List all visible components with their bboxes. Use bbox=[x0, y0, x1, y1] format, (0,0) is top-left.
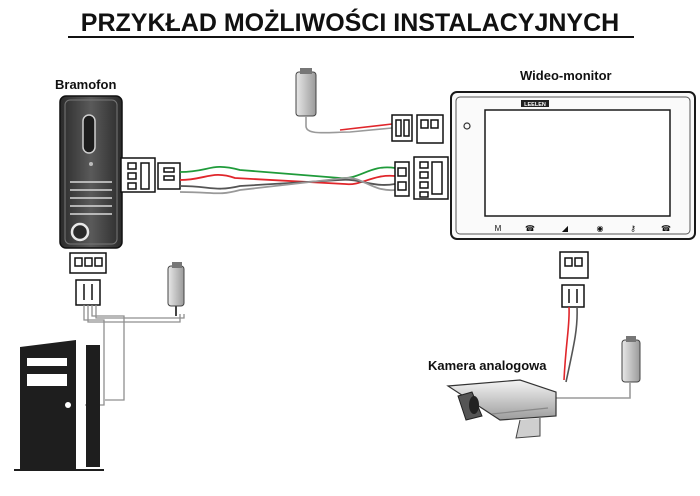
monitor-label: Wideo-monitor bbox=[520, 68, 612, 83]
monitor-bus-connector bbox=[413, 156, 449, 200]
monitor-power-connector bbox=[391, 114, 444, 144]
page-title: PRZYKŁAD MOŻLIWOŚCI INSTALACYJNYCH bbox=[81, 7, 619, 37]
hangup-button[interactable]: ☎ bbox=[661, 224, 671, 233]
monitor-power-supply bbox=[295, 68, 393, 134]
camera-power-supply bbox=[555, 336, 641, 399]
intercom-plug-left bbox=[157, 162, 181, 190]
call-button[interactable]: ☎ bbox=[525, 224, 535, 233]
camera-cable bbox=[563, 306, 578, 383]
call-button-icon bbox=[70, 222, 90, 242]
view-button[interactable]: ◉ bbox=[597, 224, 604, 233]
speaker-grille bbox=[70, 181, 112, 215]
unlock-button[interactable]: ⚷ bbox=[630, 224, 636, 233]
bus-cable bbox=[179, 166, 396, 195]
intercom-connector bbox=[120, 157, 156, 193]
door-icon bbox=[14, 340, 104, 471]
monitor-plug-left bbox=[394, 161, 410, 197]
volume-button[interactable]: ◢ bbox=[562, 224, 569, 233]
monitor-button-row: M ☎ ◢ ◉ ⚷ ☎ bbox=[495, 224, 671, 233]
intercom-label: Bramofon bbox=[55, 77, 116, 92]
menu-button[interactable]: M bbox=[495, 224, 502, 233]
intercom-panel bbox=[59, 95, 123, 249]
camera-connector bbox=[559, 251, 589, 308]
monitor-brand: LEELEN bbox=[524, 102, 546, 108]
lock-wires bbox=[83, 305, 185, 406]
analog-camera bbox=[446, 379, 557, 439]
intercom-power-supply bbox=[167, 262, 185, 316]
intercom-bottom-connector bbox=[69, 252, 107, 306]
video-monitor: LEELEN M ☎ ◢ ◉ ⚷ ☎ bbox=[450, 91, 696, 240]
camera-label: Kamera analogowa bbox=[428, 358, 547, 373]
